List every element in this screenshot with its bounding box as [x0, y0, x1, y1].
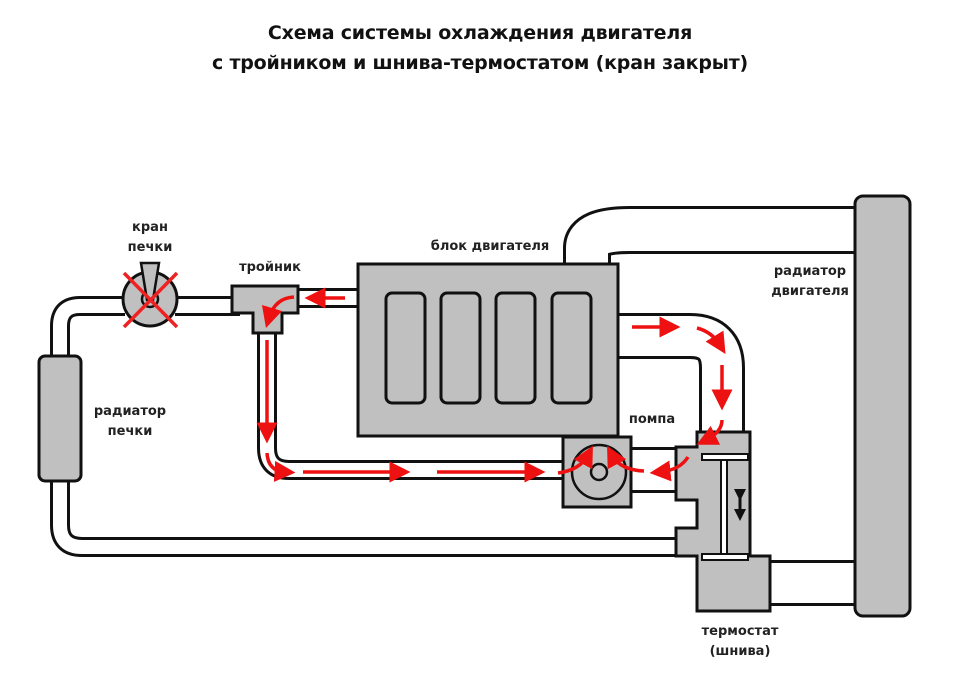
label-engine-radiator-line-1: радиатор	[773, 264, 847, 279]
flow-arrows	[256, 287, 733, 483]
cylinder-1	[384, 291, 427, 405]
flow-arrow	[557, 445, 593, 475]
label-heater-radiator-line-1: радиатор	[93, 404, 167, 419]
tee-fitting	[230, 284, 300, 335]
label-tee: тройник	[239, 260, 301, 275]
title-line-1: Схема системы охлаждения двигателя	[267, 22, 693, 44]
cylinder-4	[550, 291, 593, 405]
label-heater-radiator-line-2: печки	[107, 424, 153, 439]
thermostat-stem	[720, 459, 728, 555]
engine-block	[356, 262, 620, 438]
flow-arrow	[696, 326, 726, 354]
flow-arrow	[696, 419, 724, 445]
valve-closed-cross	[122, 271, 179, 329]
label-pump: помпа	[628, 412, 676, 427]
flow-arrow	[607, 445, 645, 473]
label-engine-block: блок двигателя	[430, 239, 550, 254]
cylinder-3	[494, 291, 537, 405]
label-thermostat-line-2: (шнива)	[709, 644, 771, 659]
pump	[561, 435, 633, 509]
label-heater-valve-line-1: кран	[132, 220, 168, 235]
label-thermostat: термостат (шнива)	[690, 622, 790, 662]
label-engine-radiator: радиатор двигателя	[760, 262, 860, 302]
valve-handle	[139, 261, 161, 302]
label-heater-valve: кран печки	[115, 218, 185, 258]
flow-arrow	[261, 295, 295, 329]
label-heater-radiator: радиатор печки	[85, 402, 175, 442]
flow-arrow	[265, 452, 296, 482]
label-engine-radiator-line-2: двигателя	[771, 284, 849, 299]
label-thermostat-line-1: термостат	[701, 624, 779, 639]
engine-radiator	[853, 194, 912, 618]
heater-radiator	[37, 354, 83, 483]
thermostat	[674, 430, 772, 613]
title-line-2: с тройником и шнива-термостатом (кран за…	[211, 52, 749, 74]
cylinder-2	[439, 291, 482, 405]
label-heater-valve-line-2: печки	[127, 240, 173, 255]
flow-arrow	[649, 456, 690, 482]
heater-valve	[121, 261, 179, 329]
